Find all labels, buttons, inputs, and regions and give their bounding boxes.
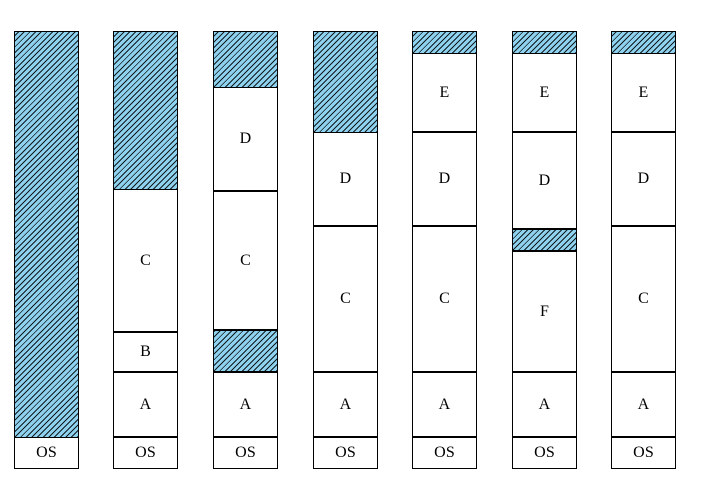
block-label: A [339, 395, 352, 413]
allocated-block-d: D [313, 132, 378, 226]
memory-column-5: E D C A OS [412, 31, 477, 470]
memory-column-7: E D C A OS [611, 31, 676, 470]
memory-column-4: D C A OS [313, 31, 378, 470]
allocated-block-os: OS [14, 437, 79, 469]
block-label: D [339, 170, 352, 187]
allocated-block-os: OS [611, 437, 676, 469]
allocated-block-c: C [213, 191, 278, 330]
block-label: OS [534, 444, 555, 461]
allocated-block-os: OS [213, 437, 278, 469]
free-block [611, 31, 676, 54]
block-label: C [140, 251, 151, 269]
block-label: D [239, 130, 252, 147]
block-label: OS [135, 444, 156, 461]
allocated-block-e: E [512, 53, 577, 132]
allocated-block-e: E [412, 53, 477, 132]
block-label: D [538, 171, 551, 189]
memory-column-6: E D F A OS [512, 31, 577, 470]
free-block [313, 31, 378, 133]
block-label: A [438, 395, 451, 413]
block-label: OS [335, 444, 356, 461]
block-label: OS [434, 444, 455, 461]
block-label: C [340, 290, 351, 307]
block-label: D [637, 170, 650, 187]
free-block [412, 31, 477, 54]
block-label: A [538, 395, 551, 413]
allocated-block-d: D [611, 132, 676, 226]
block-label: C [638, 290, 649, 307]
allocated-block-c: C [313, 226, 378, 372]
allocated-block-a: A [313, 372, 378, 437]
allocated-block-c: C [412, 226, 477, 372]
allocated-block-os: OS [313, 437, 378, 469]
free-block [512, 31, 577, 54]
block-label: OS [36, 444, 57, 461]
block-label: D [438, 170, 451, 187]
allocated-block-a: A [113, 372, 178, 437]
memory-column-2: C B A OS [113, 31, 178, 470]
block-label: A [239, 395, 252, 413]
block-label: A [637, 395, 650, 413]
allocated-block-a: A [213, 372, 278, 437]
block-label: E [439, 83, 450, 101]
allocated-block-b: B [113, 332, 178, 372]
block-label: OS [235, 444, 256, 461]
allocated-block-d: D [512, 132, 577, 229]
block-label: OS [633, 444, 654, 461]
block-label: C [240, 251, 251, 269]
allocated-block-os: OS [113, 437, 178, 469]
allocated-block-c: C [611, 226, 676, 372]
allocated-block-f: F [512, 251, 577, 372]
allocated-block-d: D [213, 87, 278, 191]
allocated-block-a: A [412, 372, 477, 437]
free-block [213, 330, 278, 372]
free-block [512, 229, 577, 251]
allocated-block-os: OS [412, 437, 477, 469]
allocated-block-d: D [412, 132, 477, 226]
free-block [14, 31, 79, 438]
block-label: C [439, 290, 450, 307]
free-block [113, 31, 178, 190]
allocated-block-a: A [512, 372, 577, 437]
block-label: E [638, 83, 649, 101]
allocated-block-a: A [611, 372, 676, 437]
block-label: B [140, 343, 151, 360]
free-block [213, 31, 278, 88]
allocated-block-e: E [611, 53, 676, 132]
memory-column-1: OS [14, 31, 79, 470]
block-label: F [539, 302, 550, 320]
allocated-block-c: C [113, 189, 178, 332]
memory-column-3: D C A OS [213, 31, 278, 470]
block-label: E [539, 83, 550, 101]
allocated-block-os: OS [512, 437, 577, 469]
block-label: A [139, 395, 152, 413]
